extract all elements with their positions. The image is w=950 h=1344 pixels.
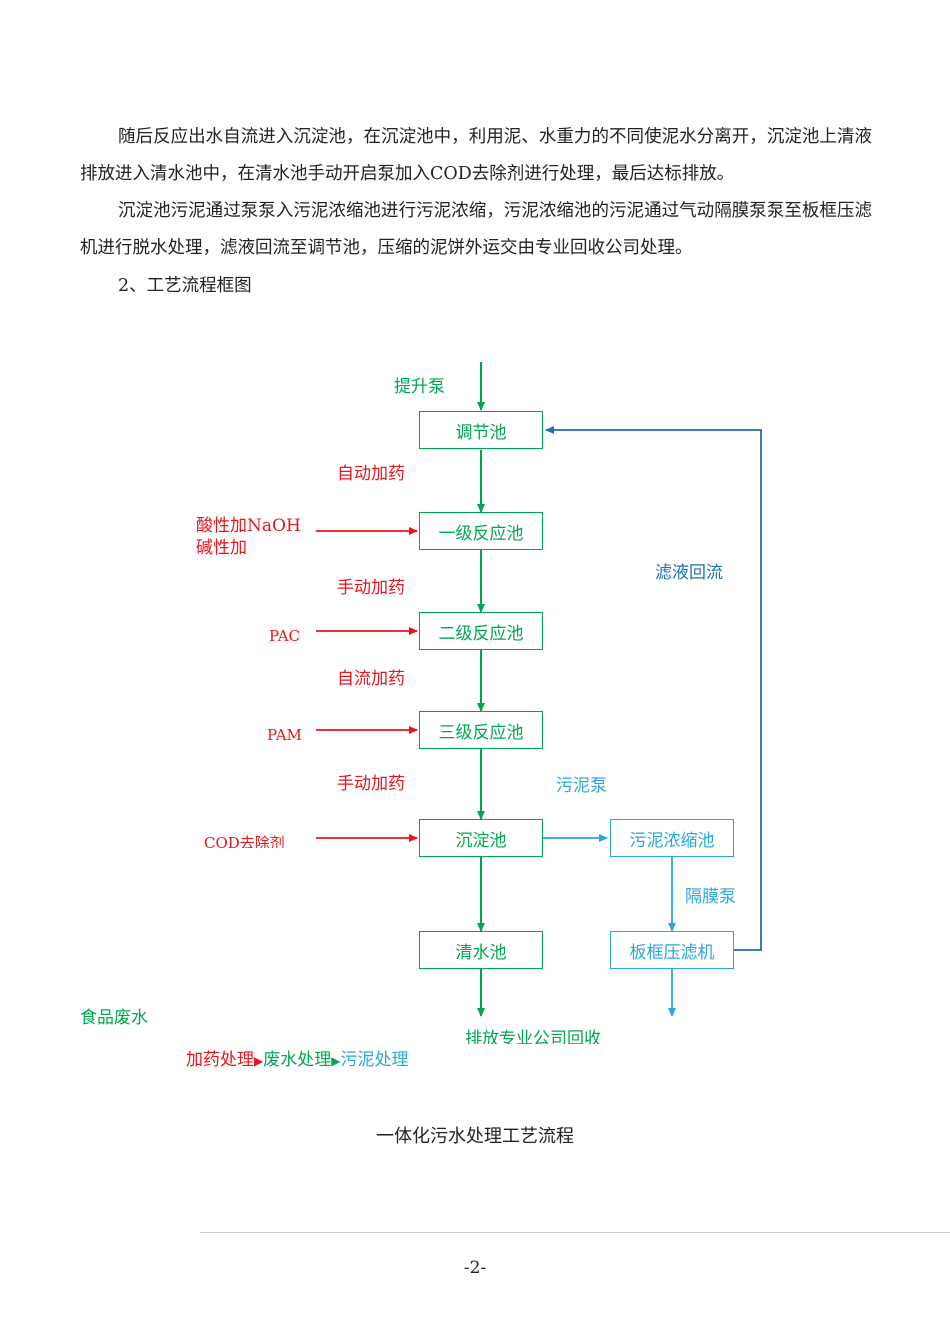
box-reaction-3: 三级反应池 xyxy=(419,711,543,749)
label-self-flow-dose: 自流加药 xyxy=(337,669,405,689)
paragraph-sludge: 沉淀池污泥通过泵泵入污泥浓缩池进行污泥浓缩，污泥浓缩池的污泥通过气动隔膜泵泵至板… xyxy=(80,201,872,258)
legend: 加药处理▶废水处理▶污泥处理 xyxy=(186,1045,408,1070)
legend-triangle-green-icon: ▶ xyxy=(331,1054,341,1068)
label-cod-remover: COD去除剂 xyxy=(204,834,285,848)
label-manual-dose-1: 手动加药 xyxy=(337,578,405,598)
label-membrane-pump: 隔膜泵 xyxy=(685,887,736,907)
footer-divider xyxy=(200,1232,950,1233)
label-pac: PAC xyxy=(269,627,301,641)
label-acid-naoh: 酸性加NaOH xyxy=(196,516,301,536)
label-lift-pump: 提升泵 xyxy=(394,377,445,397)
box-chendian: 沉淀池 xyxy=(419,819,543,857)
process-flow-diagram: 调节池 一级反应池 二级反应池 三级反应池 沉淀池 清水池 污泥浓缩池 板框压滤… xyxy=(0,340,950,1080)
box-qingshui: 清水池 xyxy=(419,931,543,969)
legend-wastewater: 废水处理 xyxy=(263,1050,332,1070)
box-sludge-thickener: 污泥浓缩池 xyxy=(610,819,734,857)
legend-triangle-red-icon: ▶ xyxy=(254,1054,264,1068)
label-manual-dose-2: 手动加药 xyxy=(337,774,405,794)
legend-sludge: 污泥处理 xyxy=(340,1050,409,1070)
paragraph-settling: 随后反应出水自流进入沉淀池，在沉淀池中，利用泥、水重力的不同使泥水分离开，沉淀池… xyxy=(80,127,872,184)
box-tiaojie: 调节池 xyxy=(419,411,543,449)
box-reaction-1: 一级反应池 xyxy=(419,512,543,550)
page-number: -2- xyxy=(463,1258,487,1278)
label-auto-dose: 自动加药 xyxy=(337,464,405,484)
label-alkaline: 碱性加 xyxy=(196,538,247,558)
box-filter-press: 板框压滤机 xyxy=(610,931,734,969)
label-sludge-pump: 污泥泵 xyxy=(556,776,607,796)
flow-arrows xyxy=(316,362,762,1017)
label-filtrate-return: 滤液回流 xyxy=(655,563,723,583)
legend-dose: 加药处理 xyxy=(186,1050,254,1070)
label-pam: PAM xyxy=(267,726,302,740)
label-discharge: 排放专业公司回收 xyxy=(465,1029,601,1044)
figure-caption: 一体化污水处理工艺流程 xyxy=(376,1126,574,1147)
label-food-wastewater: 食品废水 xyxy=(80,1008,148,1028)
box-reaction-2: 二级反应池 xyxy=(419,612,543,650)
section-heading: 2、工艺流程框图 xyxy=(118,276,252,296)
arrow-filtrate-return xyxy=(545,426,762,951)
